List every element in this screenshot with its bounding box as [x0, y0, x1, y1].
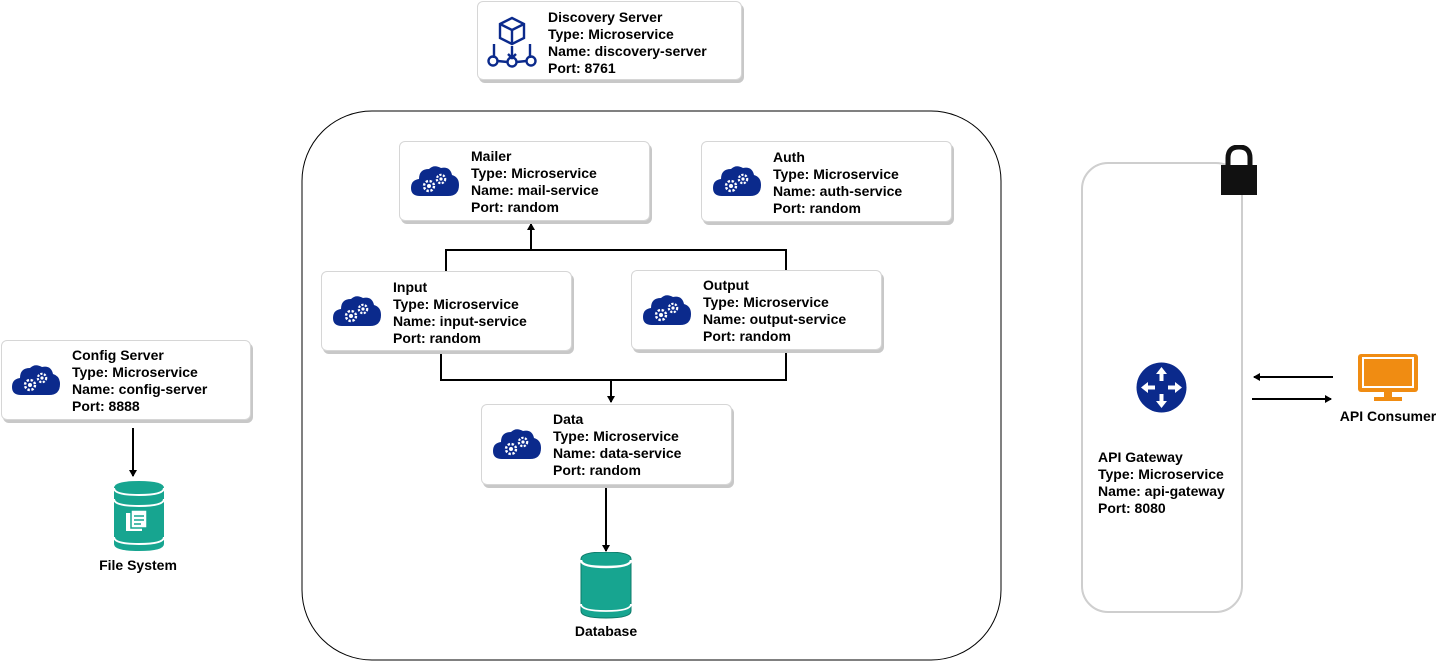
discovery-server-text: Discovery Server Type: Microservice Name…: [548, 9, 707, 77]
cloud-gears-icon: [12, 365, 60, 395]
file-system-label: File System: [99, 557, 177, 573]
api-consumer-label: API Consumer: [1339, 408, 1437, 424]
output-node[interactable]: Output Type: Microservice Name: output-s…: [631, 270, 882, 350]
data-node[interactable]: Data Type: Microservice Name: data-servi…: [481, 404, 732, 485]
node-type: Type: Microservice: [553, 428, 679, 444]
database-label: Database: [574, 623, 638, 639]
node-title: Input: [393, 279, 428, 295]
node-title: Discovery Server: [548, 9, 663, 25]
network-hub-icon: [487, 16, 537, 68]
auth-node[interactable]: Auth Type: Microservice Name: auth-servi…: [701, 141, 952, 222]
node-type: Type: Microservice: [548, 26, 674, 42]
node-type: Type: Microservice: [471, 165, 597, 181]
node-port: Port: random: [773, 200, 861, 216]
node-port: Port: 8761: [548, 60, 616, 76]
node-title: Mailer: [471, 148, 512, 164]
cloud-gears-icon: [333, 296, 381, 326]
cloud-gears-icon: [493, 429, 541, 459]
config-server-node[interactable]: Config Server Type: Microservice Name: c…: [1, 340, 251, 420]
node-name: Name: api-gateway: [1098, 483, 1225, 499]
node-port: Port: 8888: [72, 398, 140, 414]
node-title: Output: [703, 277, 749, 293]
node-title: Config Server: [72, 347, 164, 363]
node-port: Port: random: [393, 330, 481, 346]
connector-io-to-mailer: [445, 224, 787, 271]
router-icon: [1136, 362, 1187, 413]
node-name: Name: data-service: [553, 445, 682, 461]
node-title: Data: [553, 411, 584, 427]
config-server-text: Config Server Type: Microservice Name: c…: [72, 347, 207, 415]
auth-text: Auth Type: Microservice Name: auth-servi…: [773, 149, 902, 217]
cloud-gears-icon: [713, 166, 761, 196]
node-type: Type: Microservice: [773, 166, 899, 182]
data-text: Data Type: Microservice Name: data-servi…: [553, 411, 681, 479]
input-text: Input Type: Microservice Name: input-ser…: [393, 279, 527, 347]
monitor-icon[interactable]: [1357, 353, 1419, 401]
node-type: Type: Microservice: [72, 364, 198, 380]
node-type: Type: Microservice: [393, 296, 519, 312]
node-title: API Gateway: [1098, 449, 1183, 465]
connector-io-to-data: [440, 351, 787, 402]
node-name: Name: discovery-server: [548, 43, 707, 59]
node-name: Name: mail-service: [471, 182, 599, 198]
node-type: Type: Microservice: [1098, 466, 1224, 482]
mailer-text: Mailer Type: Microservice Name: mail-ser…: [471, 148, 599, 216]
api-gateway-text: API Gateway Type: Microservice Name: api…: [1098, 449, 1225, 517]
node-title: Auth: [773, 149, 805, 165]
database-icon[interactable]: [580, 552, 632, 619]
node-name: Name: output-service: [703, 311, 847, 327]
mailer-node[interactable]: Mailer Type: Microservice Name: mail-ser…: [399, 141, 650, 221]
node-port: Port: 8080: [1098, 500, 1166, 516]
node-name: Name: config-server: [72, 381, 208, 397]
node-port: Port: random: [471, 199, 559, 215]
discovery-server-node[interactable]: Discovery Server Type: Microservice Name…: [477, 1, 742, 80]
file-storage-icon[interactable]: [113, 481, 165, 553]
node-name: Name: auth-service: [773, 183, 903, 199]
service-cluster-container: [301, 110, 1002, 661]
node-port: Port: random: [703, 328, 791, 344]
output-text: Output Type: Microservice Name: output-s…: [703, 277, 846, 345]
cloud-gears-icon: [643, 295, 691, 325]
cloud-gears-icon: [411, 166, 459, 196]
node-type: Type: Microservice: [703, 294, 829, 310]
node-port: Port: random: [553, 462, 641, 478]
node-name: Name: input-service: [393, 313, 527, 329]
lock-icon: [1221, 145, 1257, 195]
input-node[interactable]: Input Type: Microservice Name: input-ser…: [321, 271, 572, 351]
